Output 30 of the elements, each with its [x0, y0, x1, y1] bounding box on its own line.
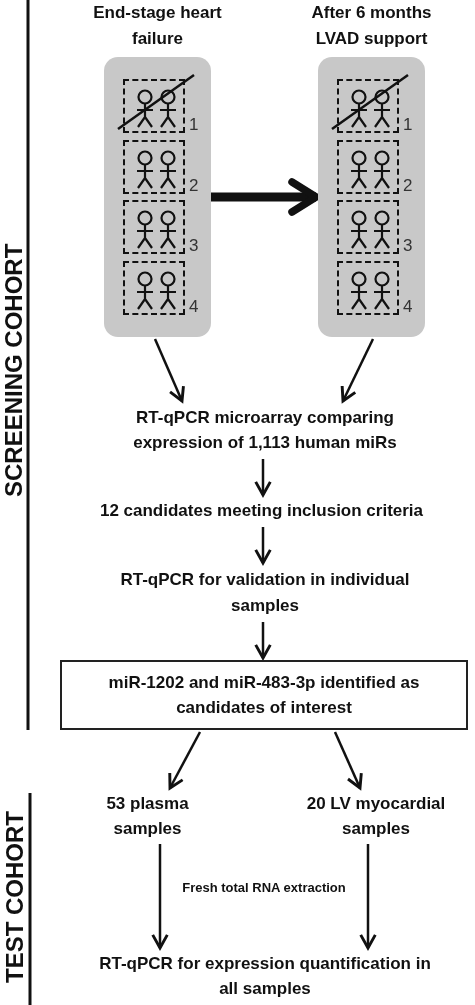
- arrow: [151, 844, 169, 950]
- arrow: [254, 459, 272, 497]
- arrow: [333, 731, 363, 790]
- cohort-label: TEST COHORT: [0, 810, 29, 986]
- pair-number: 3: [189, 237, 199, 254]
- pair-number: 4: [403, 298, 413, 315]
- step-text: RT-qPCR for validation in individual samples: [95, 565, 435, 620]
- step-text: RT-qPCR microarray comparing expression of 1,113 human miRs: [100, 403, 430, 457]
- cohort-label: SCREENING COHORT: [0, 242, 27, 499]
- arrow: [153, 338, 185, 403]
- step-note: Fresh total RNA extraction: [181, 879, 347, 897]
- pair-number: 4: [189, 298, 199, 315]
- panel-heading: End-stage heart failure: [92, 2, 223, 50]
- result-box: miR-1202 and miR-483-3p identified as candidates of interest: [60, 660, 468, 730]
- arrow: [340, 338, 375, 403]
- arrow: [211, 178, 320, 216]
- pair-number: 1: [403, 116, 413, 133]
- step-text: 12 candidates meeting inclusion criteria: [48, 497, 475, 525]
- pair-number: 2: [403, 177, 413, 194]
- pair-number: 2: [189, 177, 199, 194]
- step-text: 53 plasma samples: [85, 790, 210, 842]
- step-text: 20 LV myocardial samples: [280, 790, 472, 842]
- step-text: RT-qPCR for expression quantification in all samples: [95, 950, 435, 1002]
- arrow: [254, 527, 272, 565]
- arrow: [168, 731, 202, 790]
- pair-number: 1: [189, 116, 199, 133]
- pair-number: 3: [403, 237, 413, 254]
- arrow: [254, 622, 272, 660]
- panel-heading: After 6 months LVAD support: [310, 2, 433, 50]
- arrow: [359, 844, 377, 950]
